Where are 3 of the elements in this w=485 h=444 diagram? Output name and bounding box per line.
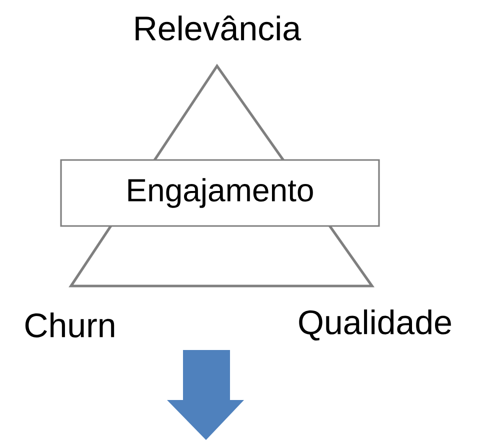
vertex-label: Relevância [136, 15, 302, 41]
vertex-label: Qualidade [299, 309, 451, 341]
vertex-label: Churn [25, 312, 114, 338]
